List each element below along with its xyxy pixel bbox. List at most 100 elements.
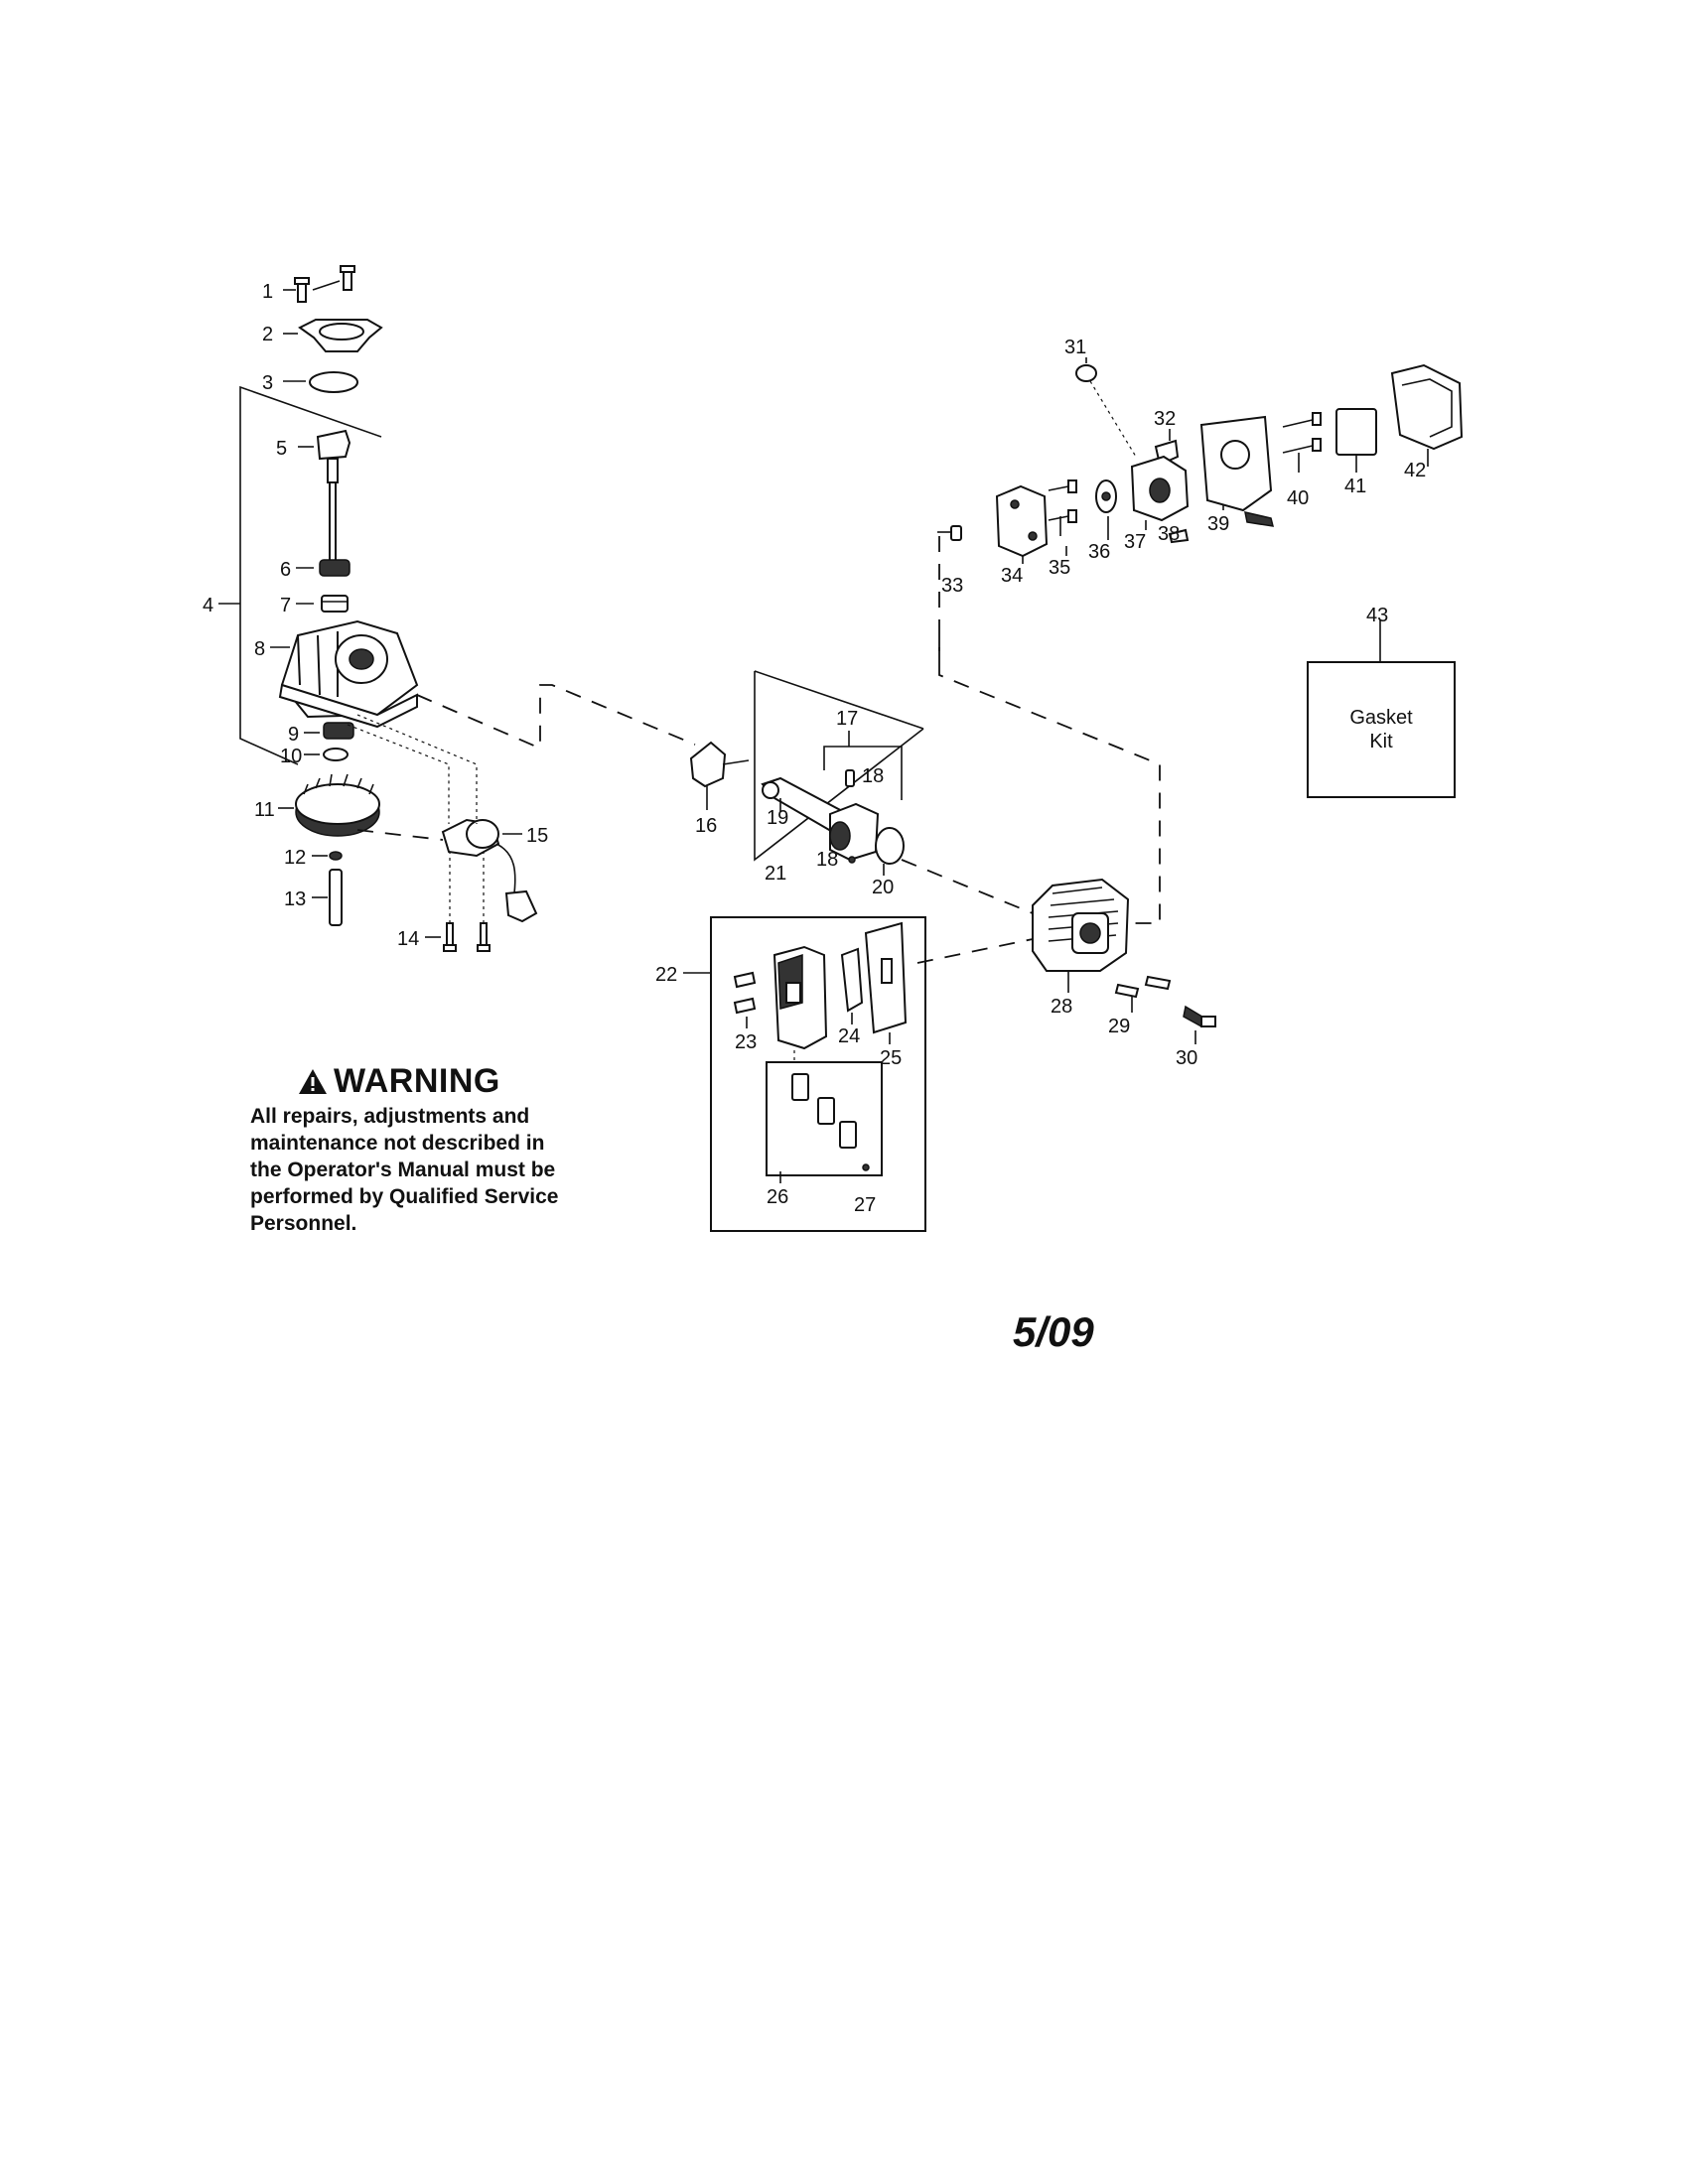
- label-18-bottom: 18: [816, 849, 838, 871]
- label-34: 34: [1001, 565, 1023, 587]
- warning-title-text: WARNING: [334, 1062, 500, 1100]
- part-3-oring: [283, 371, 358, 393]
- part-8-crankcase: [270, 619, 419, 729]
- label-38: 38: [1158, 523, 1180, 545]
- part-15-ignition-coil: [441, 818, 538, 923]
- label-8: 8: [254, 638, 265, 660]
- part-18-piston-pin: [845, 769, 855, 787]
- part-39-air-filter-base: [1199, 415, 1275, 527]
- part-23-screws: [733, 971, 757, 1028]
- label-32: 32: [1154, 408, 1176, 430]
- label-15: 15: [526, 825, 548, 847]
- warning-line: performed by Qualified Service: [250, 1185, 559, 1208]
- spark-arrestor-box: [766, 1061, 883, 1176]
- label-40: 40: [1287, 487, 1309, 509]
- label-4: 4: [203, 595, 213, 616]
- part-5-crankshaft: [298, 429, 351, 569]
- warning-line: the Operator's Manual must be: [250, 1159, 556, 1181]
- label-24: 24: [838, 1025, 860, 1047]
- part-35-screws: [1048, 479, 1077, 556]
- warning-icon: [299, 1069, 327, 1094]
- gasket-kit-line2: Kit: [1369, 731, 1393, 752]
- muffler-body: [772, 945, 828, 1050]
- part-6-bearing: [296, 559, 351, 577]
- part-28-cylinder: [1032, 878, 1130, 993]
- part-26-spark-arrestor: [779, 1073, 857, 1183]
- label-26: 26: [767, 1186, 788, 1208]
- warning-line: maintenance not described in: [250, 1132, 545, 1155]
- part-9-bearing: [304, 722, 354, 740]
- warning-title: WARNING: [298, 1062, 647, 1101]
- part-7-seal: [296, 595, 349, 613]
- part-24-gasket: [840, 947, 864, 1024]
- label-39: 39: [1207, 513, 1229, 535]
- label-16: 16: [695, 815, 717, 837]
- part-38-spring: [1168, 528, 1190, 544]
- warning-body: All repairs, adjustments and maintenance…: [250, 1103, 647, 1237]
- label-3: 3: [262, 372, 273, 394]
- label-7: 7: [280, 595, 291, 616]
- label-13: 13: [284, 888, 306, 910]
- warning-line: All repairs, adjustments and: [250, 1105, 530, 1128]
- label-6: 6: [280, 559, 291, 581]
- gasket-kit-line1: Gasket: [1349, 707, 1413, 729]
- label-30: 30: [1176, 1047, 1197, 1069]
- label-1: 1: [262, 281, 273, 303]
- label-21: 21: [765, 863, 786, 885]
- label-25: 25: [880, 1047, 902, 1069]
- label-35: 35: [1049, 557, 1070, 579]
- part-12-washer: [312, 851, 343, 861]
- label-36: 36: [1088, 541, 1110, 563]
- label-10: 10: [280, 746, 302, 767]
- part-33-clip: [937, 525, 962, 541]
- label-37: 37: [1124, 531, 1146, 553]
- part-10-seal: [304, 748, 349, 761]
- label-22: 22: [655, 964, 677, 986]
- label-17: 17: [836, 708, 858, 730]
- label-43: 43: [1366, 605, 1388, 626]
- part-30-spark-plug: [1183, 1005, 1216, 1044]
- label-18-top: 18: [862, 765, 884, 787]
- part-42-filter-cover: [1390, 363, 1464, 467]
- part-2-cover: [283, 319, 383, 352]
- label-31: 31: [1064, 337, 1086, 358]
- gasket-kit-box: Gasket Kit: [1307, 661, 1456, 798]
- label-2: 2: [262, 324, 273, 345]
- warning-notice: WARNING All repairs, adjustments and mai…: [250, 1062, 647, 1237]
- part-1-screws: [283, 265, 355, 303]
- label-41: 41: [1344, 476, 1366, 497]
- label-12: 12: [284, 847, 306, 869]
- label-5: 5: [276, 438, 287, 460]
- label-11: 11: [254, 799, 275, 821]
- part-14-screws: [425, 844, 491, 952]
- part-40-screws: [1282, 412, 1322, 473]
- label-29: 29: [1108, 1016, 1130, 1037]
- part-17-piston: [829, 802, 880, 864]
- part-34-insulator: [995, 484, 1049, 564]
- label-27: 27: [854, 1194, 876, 1216]
- label-33: 33: [941, 575, 963, 597]
- part-labels: 1 2 3 4 5 6 7 8 9 10 11 12 13 14 15 16 1…: [203, 281, 1426, 1216]
- part-41-filter: [1335, 408, 1377, 473]
- warning-line: Personnel.: [250, 1212, 357, 1235]
- part-25-heat-shield: [864, 921, 908, 1044]
- part-31-cap: [1075, 357, 1137, 458]
- part-27-screw: [862, 1163, 870, 1171]
- label-28: 28: [1051, 996, 1072, 1018]
- label-19: 19: [767, 807, 788, 829]
- part-36-gasket: [1095, 479, 1117, 540]
- date-code: 5/09: [1013, 1308, 1094, 1355]
- part-29-screws: [1114, 975, 1172, 1013]
- label-20: 20: [872, 877, 894, 898]
- part-4-bracket: [218, 385, 382, 765]
- part-20-ring: [875, 827, 905, 876]
- part-37-carburetor: [1130, 455, 1190, 530]
- label-14: 14: [397, 928, 419, 950]
- label-23: 23: [735, 1031, 757, 1053]
- label-9: 9: [288, 724, 299, 746]
- label-42: 42: [1404, 460, 1426, 481]
- part-16-gasket: [689, 741, 727, 810]
- muffler-assembly-box: [710, 916, 926, 1232]
- part-11-flywheel: [278, 773, 380, 837]
